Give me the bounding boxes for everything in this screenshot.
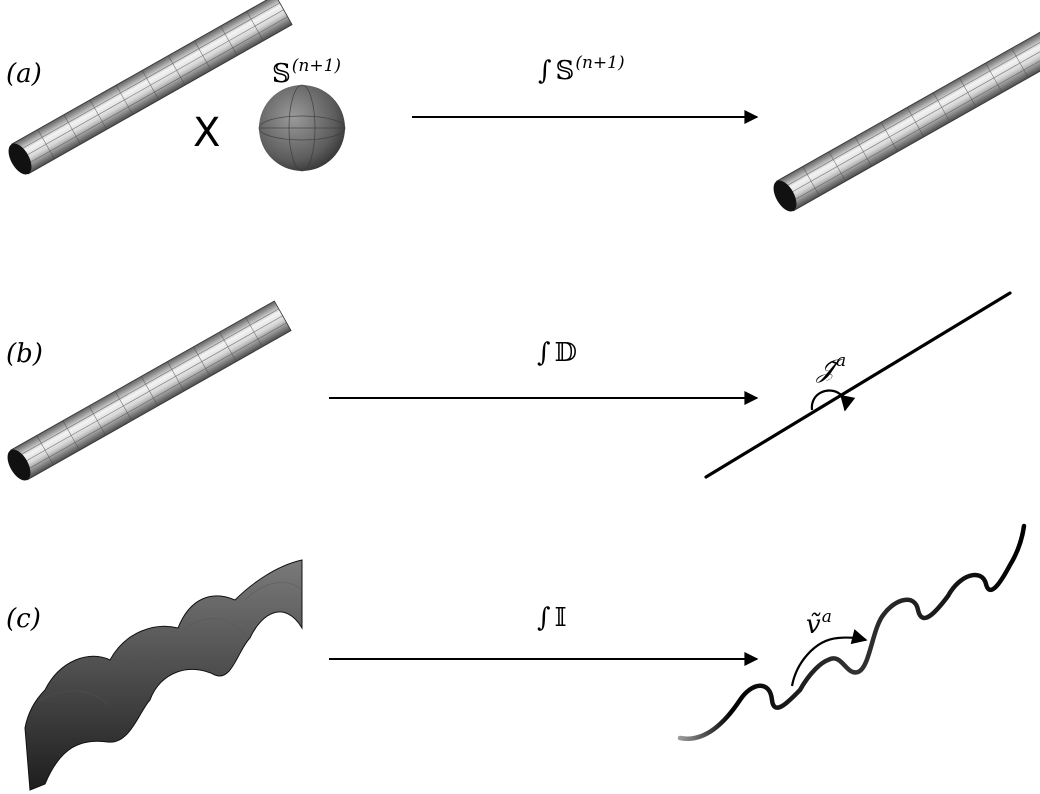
current-symbol: 𝒥̃ [817,354,835,384]
panel-a-operator: ∫𝕊(n+1) [538,55,625,86]
flow-arrow [790,629,868,687]
panel-a-tube-left [8,0,293,175]
integral-symbol: ∫ [537,603,551,633]
panel-b-operator: ∫𝔻 [537,340,577,366]
panel-a-operator-symbol: 𝕊 [555,56,575,86]
velocity-superscript: a [821,607,832,627]
sphere-symbol: 𝕊 [272,59,291,89]
panel-b-operator-symbol: 𝔻 [554,338,578,368]
panel-a-label: (a) [6,61,42,87]
sphere-label: 𝕊(n+1) [272,58,341,89]
velocity-annotation: ṽa [806,609,832,640]
integral-symbol: ∫ [538,56,552,86]
panel-c-operator: ∫𝕀 [537,605,567,631]
rotation-arrow [810,389,856,412]
panel-b-label-text: (b) [6,339,43,369]
panel-b-label: (b) [6,341,43,367]
string-line [704,291,1012,479]
panel-c-operator-symbol: 𝕀 [554,603,567,633]
vault-surface [24,559,303,791]
velocity-symbol: ṽ [806,610,821,640]
panel-c-label-text: (c) [6,604,41,634]
panel-c-label: (c) [6,606,41,632]
sphere-superscript: (n+1) [291,56,342,76]
helix-curve [677,523,1027,741]
cross-product-symbol: X [193,110,221,156]
current-annotation: 𝒥̃a [817,353,846,384]
panel-b-tube [7,300,292,481]
integral-symbol: ∫ [537,338,551,368]
panel-a-tube-right [773,31,1040,212]
current-superscript: a [835,351,847,371]
panel-a-operator-superscript: (n+1) [575,53,625,73]
sphere [258,84,346,172]
panel-a-label-text: (a) [6,59,42,89]
